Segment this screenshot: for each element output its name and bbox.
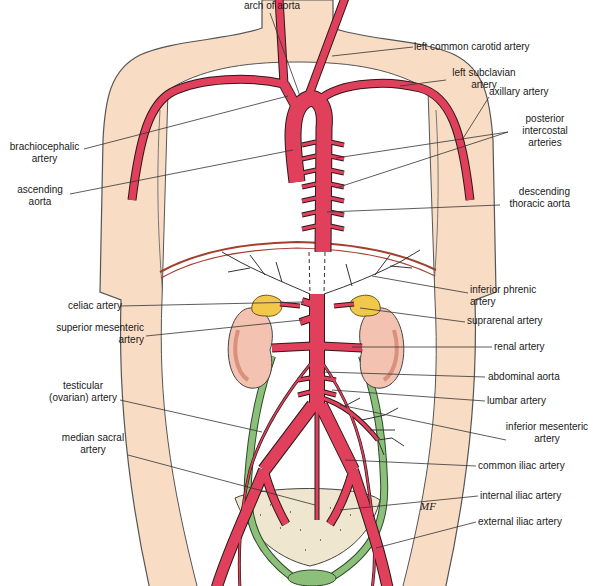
phrenic-branches — [222, 250, 420, 294]
leader-line — [70, 13, 508, 548]
artery-label: brachiocephalic artery — [2, 141, 87, 165]
mesenteric-branches — [345, 398, 404, 455]
diaphragm — [160, 242, 436, 272]
small-branch — [280, 304, 378, 520]
adrenal-gland — [350, 295, 380, 316]
artery-label: inferior mesenteric artery — [504, 421, 590, 445]
artery-label: posterior intercostal arteries — [510, 113, 580, 149]
artery-label: suprarenal artery — [467, 315, 577, 327]
artery-label: superior mesenteric artery — [54, 322, 144, 346]
visceral-branch — [300, 301, 312, 322]
aorta-behind-diaphragm — [309, 252, 325, 294]
brachiocephalic-artery — [284, 84, 298, 110]
artery-label: internal iliac artery — [480, 490, 592, 502]
carotid-subclavian — [132, 0, 470, 200]
artery-label: left common carotid artery — [414, 41, 554, 53]
artery-outline — [264, 405, 353, 470]
artery-label: descending thoracic aorta — [506, 186, 570, 210]
body-cavity — [161, 62, 436, 586]
artery-label: ascending aorta — [10, 184, 70, 208]
artery-outline — [132, 0, 470, 586]
bladder — [288, 570, 336, 586]
artery-label: external iliac artery — [478, 516, 590, 528]
external-iliac-artery — [216, 470, 388, 586]
artery-label: inferior phrenic artery — [470, 284, 550, 308]
aorta — [293, 99, 324, 252]
adrenal-gland — [252, 295, 282, 316]
artist-signature: MF — [420, 500, 450, 512]
artery-label: celiac artery — [68, 300, 148, 312]
artery-label: abdominal aorta — [488, 371, 588, 383]
body-outline — [100, 0, 496, 586]
artery-label: testicular (ovarian) artery — [42, 380, 124, 404]
artery-label: median sacral artery — [60, 432, 126, 456]
artery-label: arch of aorta — [232, 0, 312, 12]
artery-label: common iliac artery — [478, 460, 590, 472]
artery-label: renal artery — [494, 341, 574, 353]
artery-outline — [309, 294, 325, 408]
artery-label: lumbar artery — [487, 395, 577, 407]
artery-outline — [216, 470, 388, 586]
artery-outline — [284, 84, 298, 110]
artery — [132, 0, 470, 586]
artery-label: axillary artery — [489, 86, 579, 98]
common-iliac-artery — [264, 405, 353, 470]
diaphragm — [161, 248, 435, 278]
abdominal-aorta — [310, 294, 324, 408]
